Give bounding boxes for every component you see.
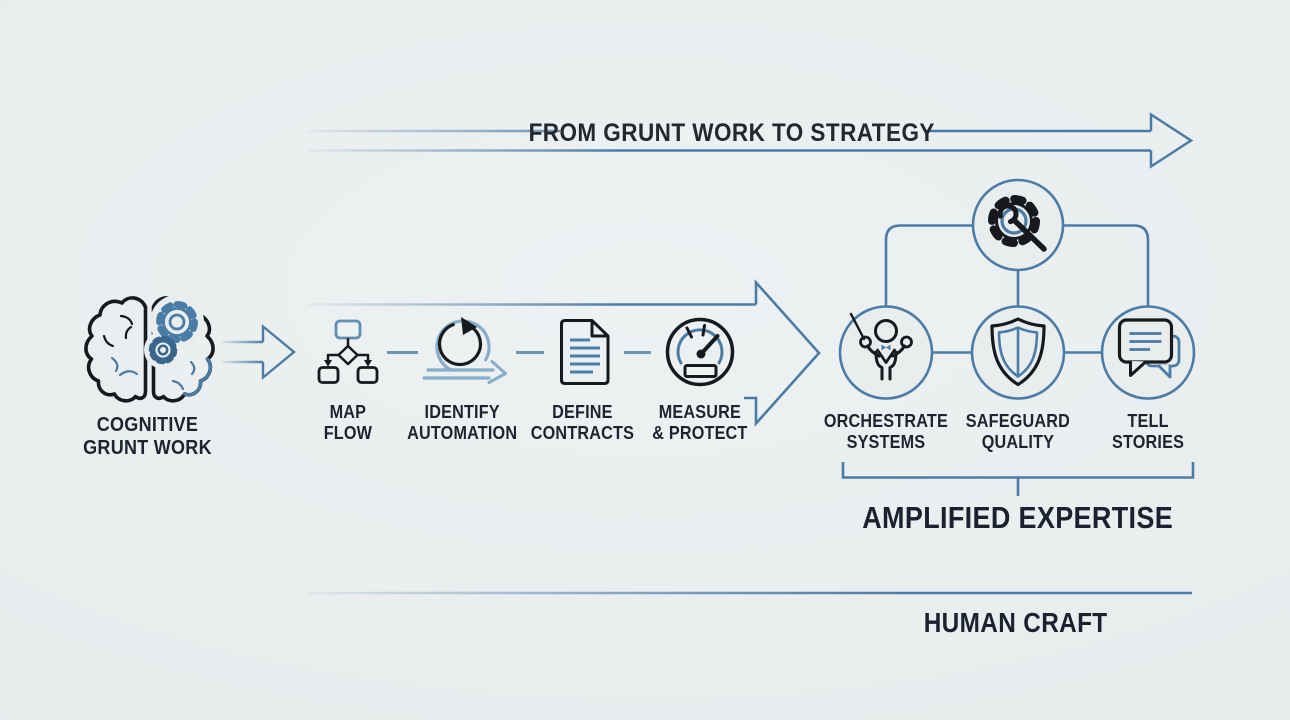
node-label-safeguard-quality: SAFEGUARD QUALITY <box>965 411 1071 452</box>
strategy-arrow-title-text: FROM GRUNT WORK TO STRATEGY <box>528 119 936 147</box>
small-gear-icon <box>148 335 178 365</box>
node-label-orchestrate-systems: ORCHESTRATE SYSTEMS <box>823 411 949 452</box>
source-label: COGNITIVE GRUNT WORK <box>82 414 212 459</box>
iteration-icon <box>422 317 507 384</box>
flowchart-icon <box>317 319 379 384</box>
gear-wrench-icon <box>988 195 1047 252</box>
step-label-measure-protect: MEASURE & PROTECT <box>652 402 748 443</box>
step-label-map-flow: MAP FLOW <box>323 402 373 443</box>
input-arrow <box>222 323 296 381</box>
transformation-arrow <box>308 279 821 427</box>
hub-connectors <box>884 224 1150 354</box>
conductor-icon <box>849 312 913 381</box>
human-craft-label: HUMAN CRAFT <box>924 607 1108 638</box>
document-icon <box>560 319 610 385</box>
node-label-tell-stories: TELL STORIES <box>1111 411 1185 452</box>
speech-bubbles-icon <box>1117 318 1181 379</box>
gauge-icon <box>665 317 735 387</box>
step-label-identify-automation: IDENTIFY AUTOMATION <box>406 402 518 443</box>
strategy-arrow-title: FROM GRUNT WORK TO STRATEGY <box>482 119 982 148</box>
amplified-expertise-label: AMPLIFIED EXPERTISE <box>862 500 1174 535</box>
amplified-bracket <box>841 462 1195 496</box>
large-gear-icon <box>156 301 198 343</box>
shield-icon <box>990 317 1046 387</box>
strategy-arrow <box>308 112 1194 169</box>
step-label-define-contracts: DEFINE CONTRACTS <box>530 402 634 443</box>
orchestrate-circle <box>838 305 934 400</box>
brain-gears-icon <box>84 295 215 403</box>
